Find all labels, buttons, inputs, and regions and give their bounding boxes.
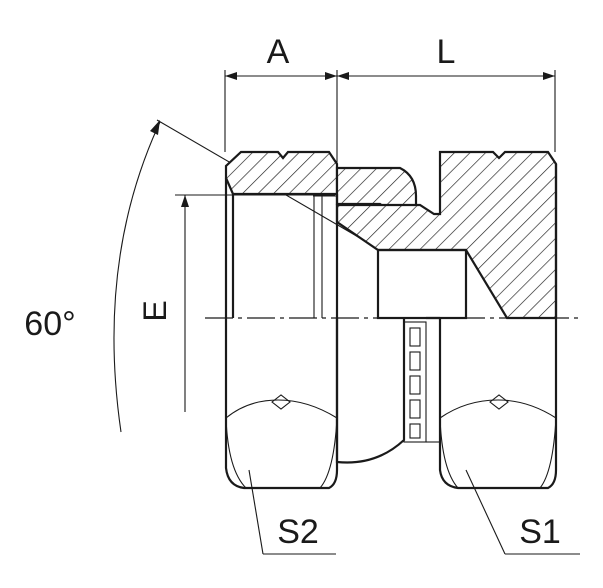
lower-view	[224, 316, 558, 490]
dimension-e: E	[137, 194, 335, 412]
dim-l-label: L	[437, 33, 456, 71]
angle-label: 60°	[24, 305, 75, 343]
upper-section	[224, 150, 558, 320]
dimension-a-l: A L	[224, 33, 556, 170]
leader-s2: S2	[248, 469, 336, 555]
s1-label: S1	[519, 513, 561, 551]
serration	[403, 321, 427, 443]
dim-e-label: E	[137, 300, 173, 321]
leader-s1: S1	[465, 469, 580, 555]
dim-a-label: A	[267, 33, 290, 71]
s2-label: S2	[277, 513, 319, 551]
